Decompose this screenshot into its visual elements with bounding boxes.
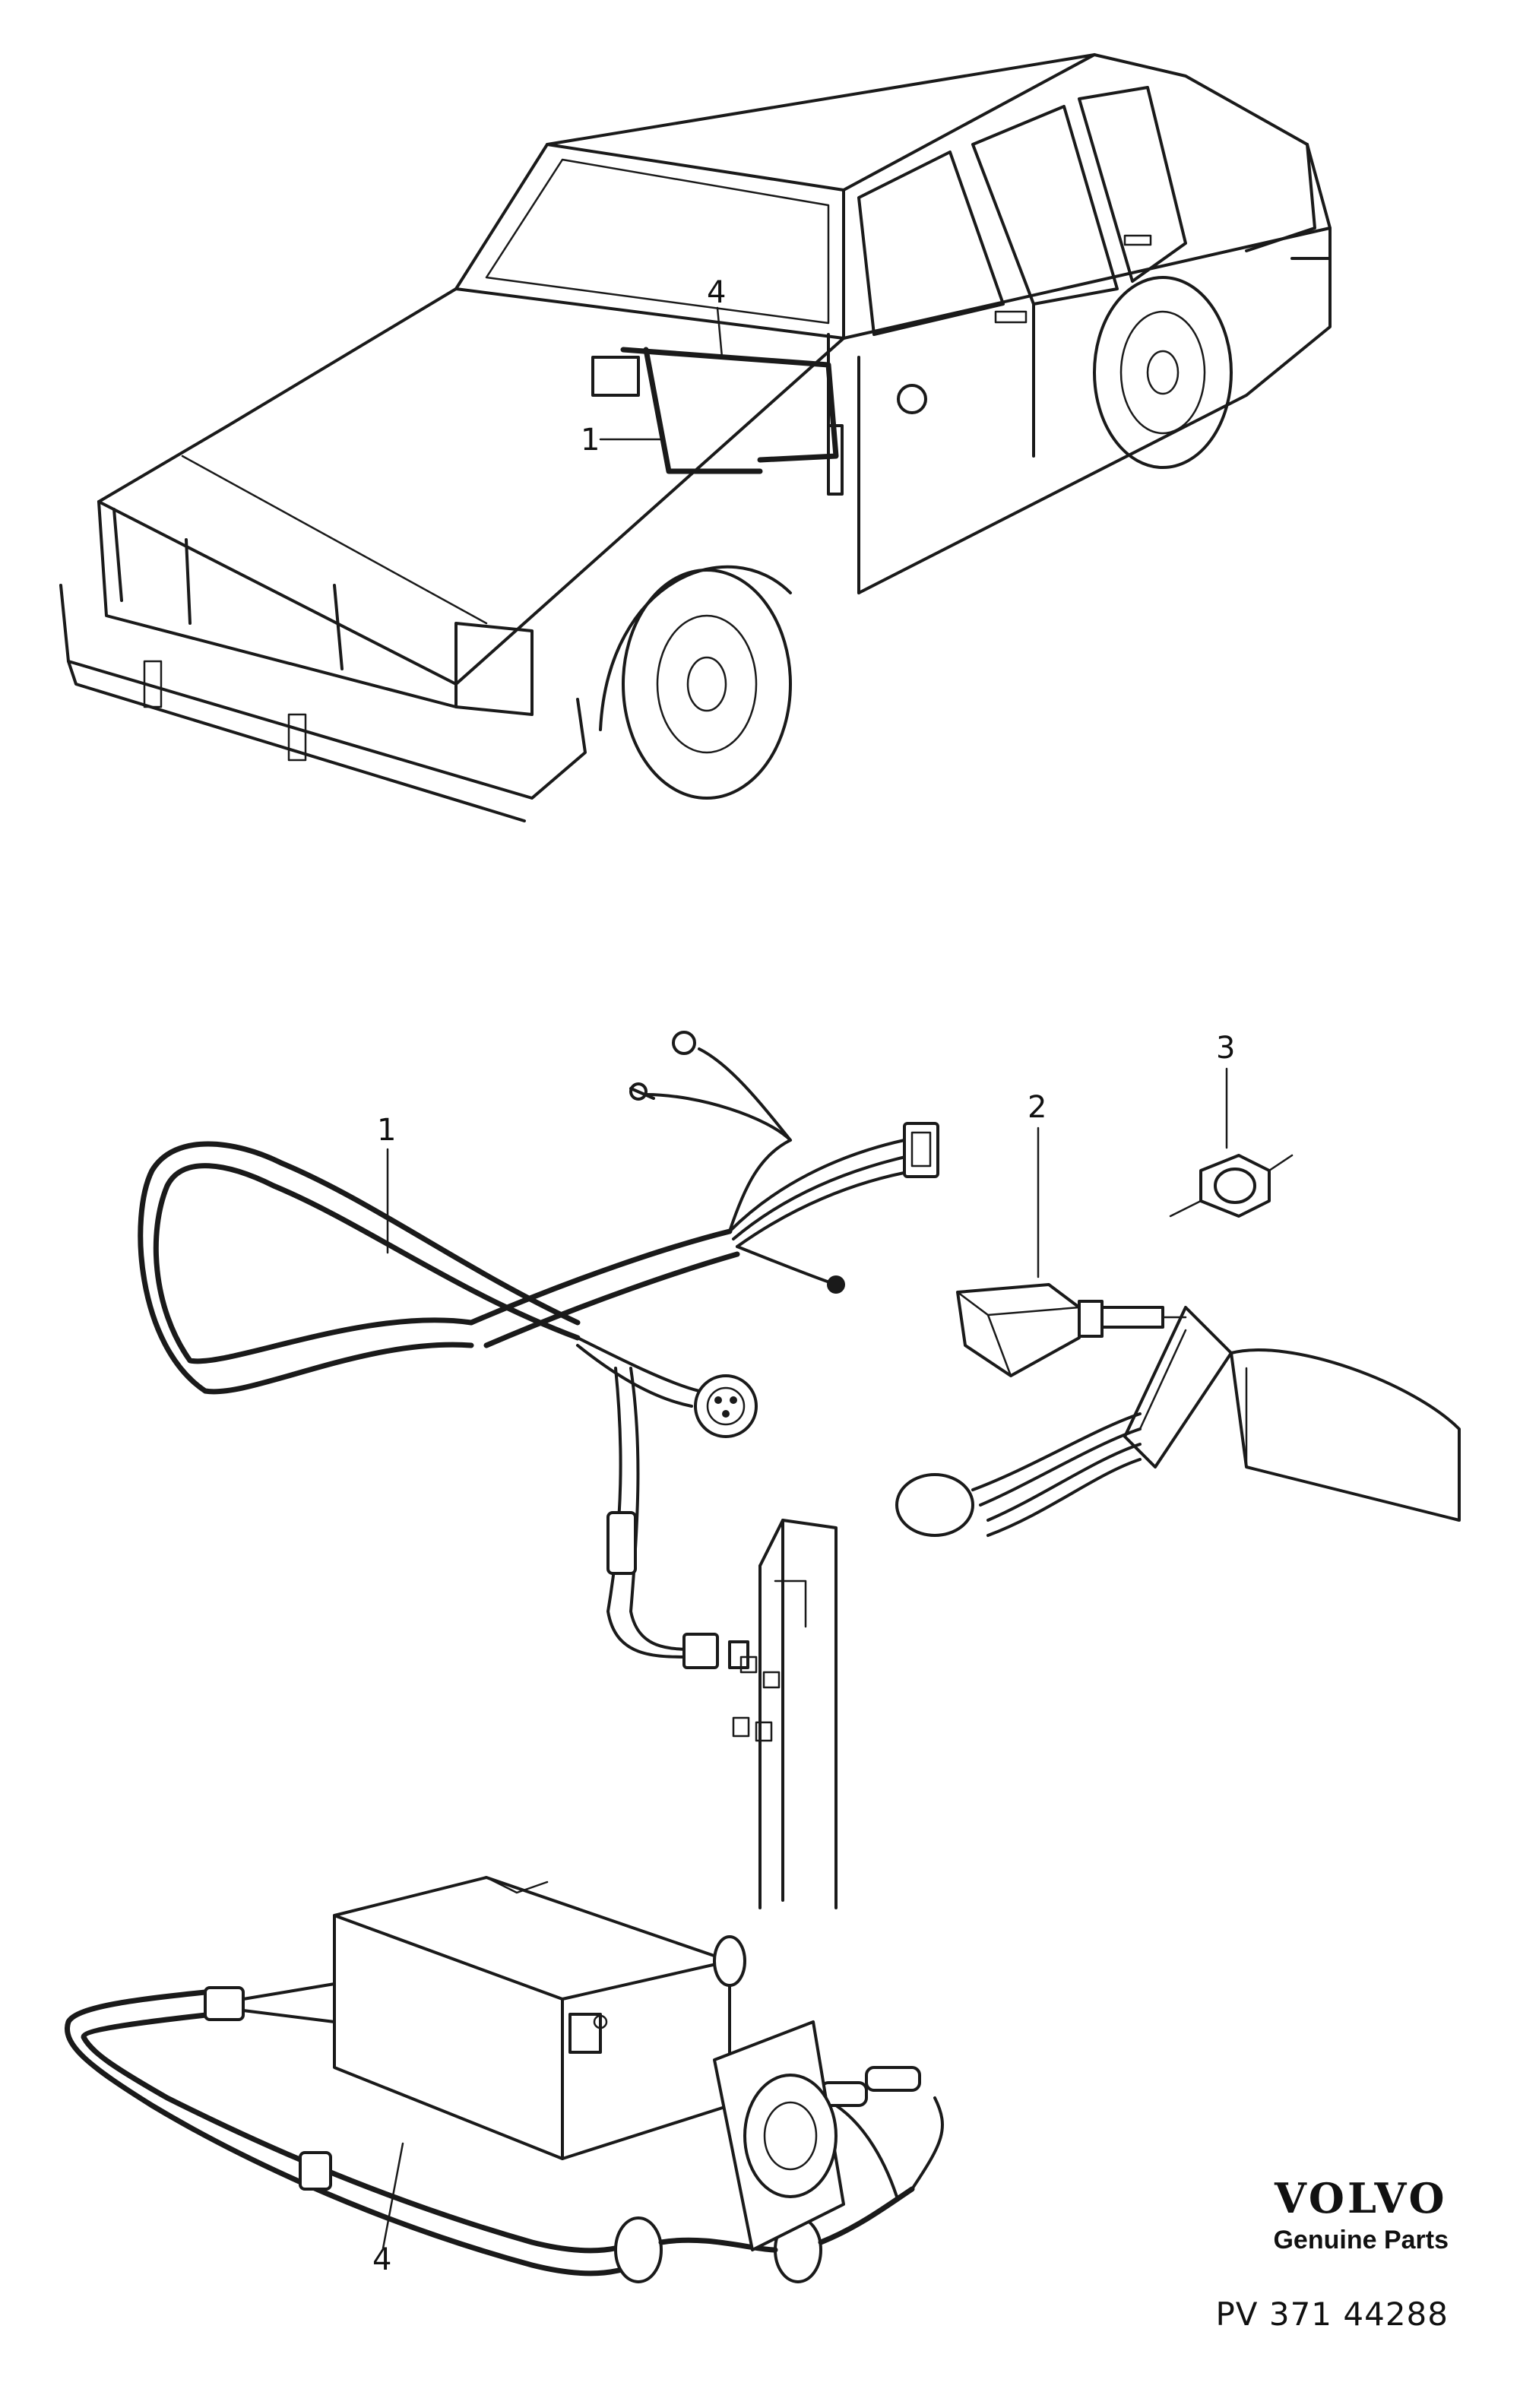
callout-number: 1: [377, 1113, 396, 1148]
car-illustration: [59, 53, 1332, 822]
wiring-harness: [138, 1031, 939, 1669]
mirror-switch: [956, 1283, 1187, 1377]
radio-unit: [333, 1876, 746, 2160]
hex-nut: [1169, 1154, 1294, 1218]
door-pillar: [732, 1519, 838, 1909]
nut-callout-3: 3: [1216, 1031, 1235, 1149]
door-mirror: [895, 1306, 1461, 1537]
callout-number: 1: [581, 423, 600, 458]
switch-callout-2: 2: [1028, 1090, 1047, 1278]
callout-number: 4: [372, 2242, 391, 2277]
car-callout-1: 1: [581, 423, 663, 458]
callout-number: 3: [1216, 1031, 1235, 1066]
volvo-brand-block: VOLVO Genuine Parts: [1273, 2174, 1449, 2255]
volvo-wordmark: VOLVO: [1274, 2174, 1448, 2223]
harness-callout-1: 1: [377, 1113, 396, 1254]
figure-reference: PV 371 44288: [1215, 2296, 1449, 2333]
grommet: [713, 2020, 845, 2251]
callout-number: 4: [707, 275, 726, 310]
callout-number: 2: [1028, 1090, 1047, 1125]
genuine-parts-label: Genuine Parts: [1273, 2226, 1449, 2254]
car-callout-4: 4: [707, 275, 726, 359]
antenna-cable-callout-4: 4: [372, 2142, 404, 2277]
